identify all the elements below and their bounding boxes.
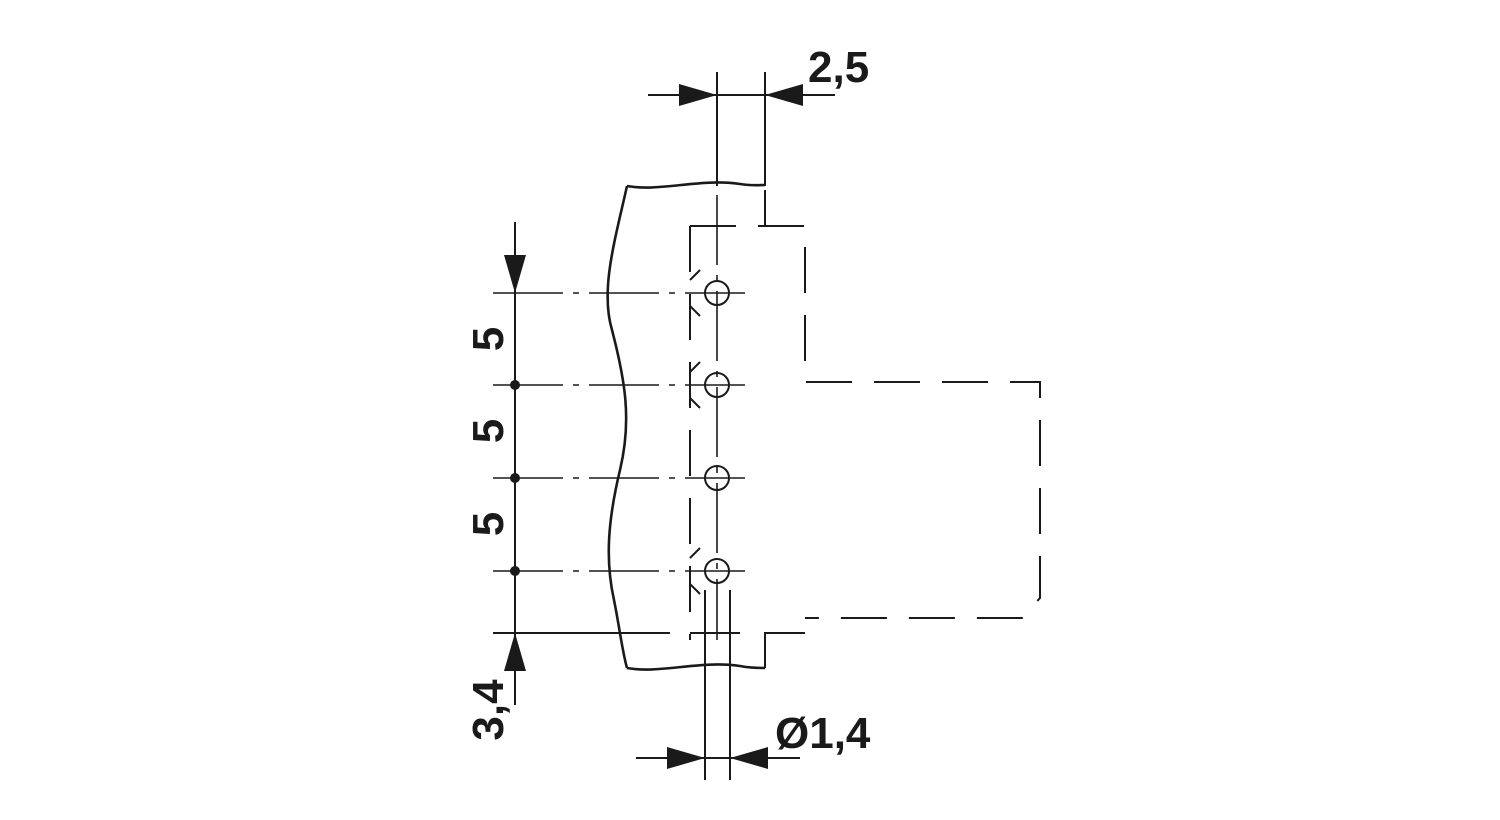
arrow-up-icon xyxy=(504,633,526,671)
pin-hole-4 xyxy=(704,558,730,584)
dimension-hole-diameter: Ø1,4 xyxy=(636,590,871,780)
dimension-label-pitch-1: 5 xyxy=(464,327,513,351)
arrow-down-icon xyxy=(504,255,526,293)
component-break-outline xyxy=(606,181,766,671)
dimension-pin-offset: 2,5 xyxy=(648,43,869,186)
dimension-chain-pitch: 5 5 5 3,4 xyxy=(464,222,526,741)
dimension-label-pin-offset: 2,5 xyxy=(808,43,869,92)
housing-top-step xyxy=(764,190,800,227)
dimension-label-hole-diameter: Ø1,4 xyxy=(775,709,871,758)
pin-holes xyxy=(689,269,730,595)
housing-dashed-outline xyxy=(690,225,1041,619)
arrow-right-icon xyxy=(679,84,717,106)
dimension-label-edge-offset: 3,4 xyxy=(464,679,513,741)
arrow-right-icon xyxy=(667,747,705,769)
arrow-left-icon xyxy=(765,84,803,106)
dimension-label-pitch-2: 5 xyxy=(464,419,513,443)
housing-bottom-step xyxy=(764,632,805,668)
pin-hole-2 xyxy=(704,372,730,398)
dimension-label-pitch-3: 5 xyxy=(464,512,513,536)
pin-hole-3 xyxy=(704,465,730,491)
pin-hole-1 xyxy=(704,280,730,306)
arrow-left-icon xyxy=(730,747,768,769)
pin-reference-lines xyxy=(493,292,745,634)
